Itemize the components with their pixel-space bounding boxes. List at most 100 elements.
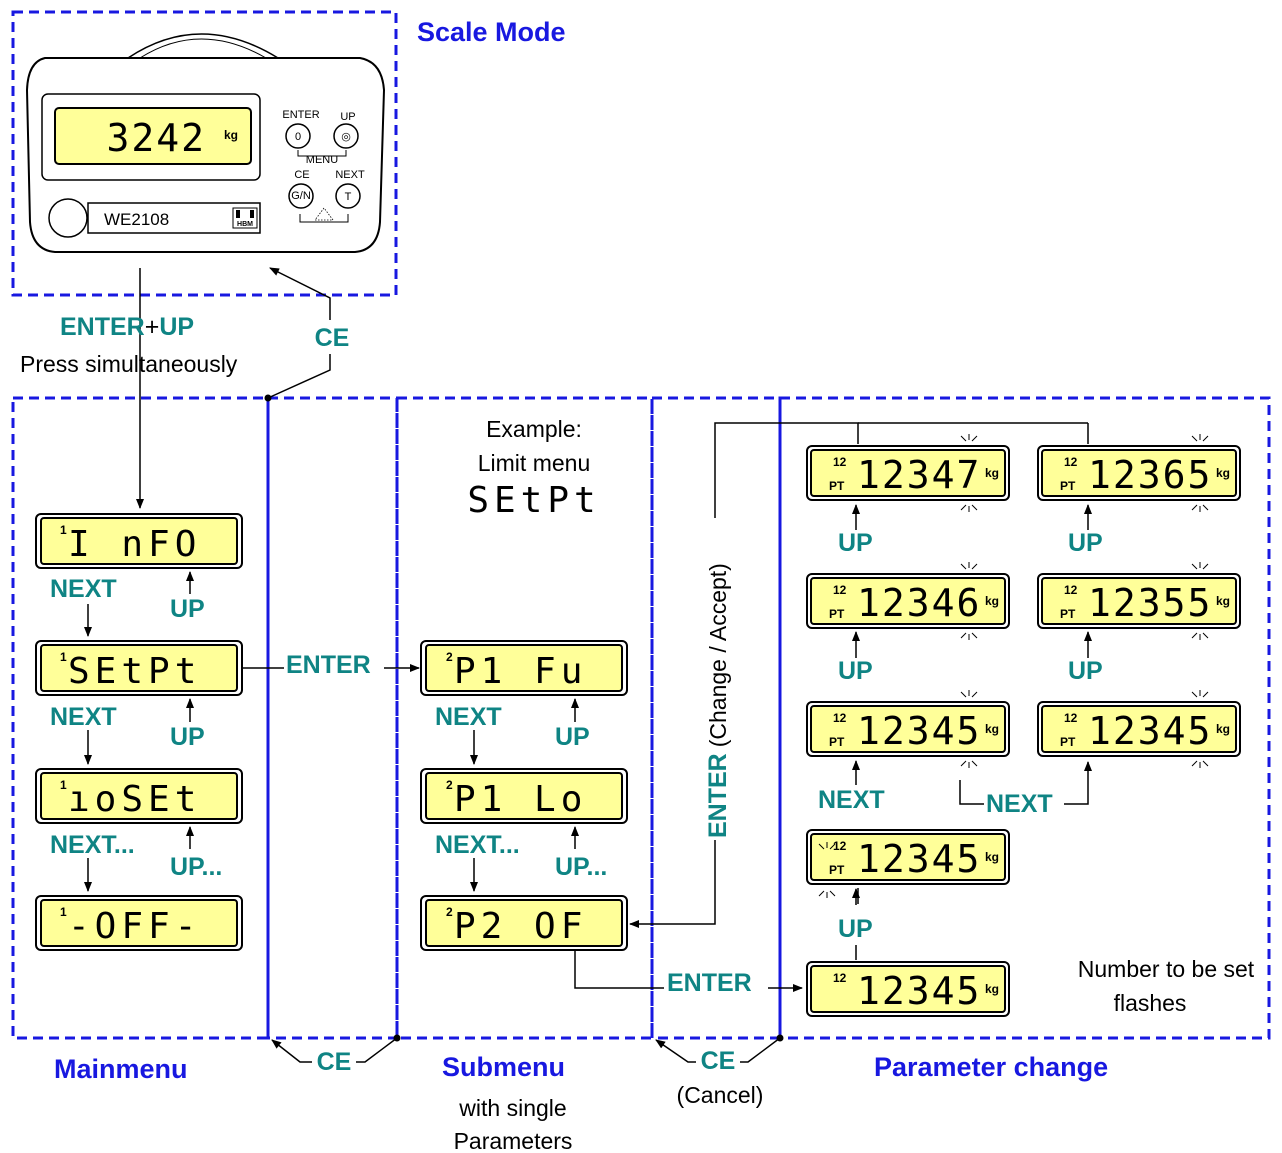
flash-rays-bottom [1191,504,1209,512]
lcd-value: 12345 [1088,709,1212,753]
lcd-pt-label: PT [829,607,845,621]
label-next: NEXT [335,169,365,181]
up-more-label: UP... [170,853,222,881]
enter-key-label: 0 [295,131,301,143]
lcd-text: P1_Lo [454,779,587,820]
lcd-superscript: 12 [1064,455,1078,469]
next-more-label: NEXT... [50,831,135,859]
next-key[interactable] [335,183,361,209]
flash-rays-bottom [960,760,978,768]
next-label-1: NEXT [50,575,117,603]
flash-rays-bottom [1191,760,1209,768]
flash-rays-bottom [960,632,978,640]
label-up: UP [340,111,355,123]
parameter-change-box [778,396,1271,1040]
next-label-2: NEXT [50,703,117,731]
parameter-change-title: Parameter change [874,1052,1108,1082]
flash-rays-bottom [1191,632,1209,640]
param-next-right: NEXT [986,790,1053,818]
lcd-value: 12345 [857,837,981,881]
ce-label-top: CE [315,324,350,352]
device-model: WE2108 [104,210,169,229]
submenu-lcd-3: 2 P2_OF [420,895,628,951]
lcd-index: 1 [60,650,67,664]
lcd-unit: kg [985,466,999,480]
lcd-unit: kg [985,594,999,608]
lcd-pt-label: PT [829,735,845,749]
param-up-4: UP [1068,657,1103,685]
enter-accept-label: ENTER(Change / Accept) [704,563,732,838]
lcd-superscript: 12 [1064,583,1078,597]
lcd-text: P2_OF [454,906,587,947]
lcd-unit: kg [985,850,999,864]
sub-up-label: UP [555,723,590,751]
weighing-device: 3242 kg WE2108 HBM ENTER UP 0 ◎ MENU CE … [25,33,386,253]
mainmenu-lcd-3: 1 ıoSEt [35,768,243,824]
flash-rays-top [1191,562,1209,570]
flash-rays-bottom [960,504,978,512]
lcd-value: 12345 [857,709,981,753]
cancel-label: (Cancel) [677,1082,764,1108]
up-key-label: ◎ [341,131,351,143]
lcd-superscript: 12 [1064,711,1078,725]
lcd-text: P1_Fu [454,651,587,692]
submenu-title: Submenu [442,1052,565,1082]
enter-up-label: ENTER+UP [60,313,194,341]
flash-rays-pt [818,842,836,850]
up-key[interactable] [333,123,359,149]
mainmenu-lcd-1: 1 I nFO [35,513,243,569]
scale-mode-box [11,10,398,297]
flash-rays-top [1191,690,1209,698]
lcd-text: ıoSEt [68,779,201,820]
enter-key[interactable] [285,123,311,149]
flash-note-2: flashes [1114,990,1187,1016]
submenu-note-2: Parameters [454,1128,573,1153]
device-logo: HBM [237,221,253,228]
lcd-value: 12365 [1088,453,1212,497]
ce-key-label: G/N [291,190,311,202]
sub-next-label: NEXT [435,703,502,731]
flash-rays-pt-bottom [818,890,836,898]
example-line-1: Example: [486,416,582,442]
press-simultaneously: Press simultaneously [20,351,238,377]
flash-rays-top [960,562,978,570]
ce-key[interactable] [288,183,314,209]
lcd-superscript: 12 [833,583,847,597]
lcd-pt-label: PT [1060,479,1076,493]
label-ce: CE [294,169,309,181]
flash-rays-top [960,690,978,698]
lcd-unit: kg [1216,466,1230,480]
enter-param-label: ENTER [667,969,752,997]
scale-mode-title: Scale Mode [417,17,566,47]
submenu-bridge-box [266,396,399,1040]
flash-note-1: Number to be set [1078,956,1255,982]
lcd-value: 12345 [857,969,981,1013]
param-next-left: NEXT [818,786,885,814]
label-enter: ENTER [282,109,319,121]
up-label-2: UP [170,723,205,751]
submenu-note-1: with single [458,1095,566,1121]
lcd-text: I nFO [68,524,201,565]
lcd-pt-label: PT [1060,607,1076,621]
param-up-2: UP [838,657,873,685]
ce-label-bottom-2: CE [701,1047,736,1075]
lcd-index: 1 [60,523,67,537]
mainmenu-lcd-4: 1 -OFF- [35,895,243,951]
flash-rays-top [1191,434,1209,442]
up-label-1: UP [170,595,205,623]
lcd-value: 12355 [1088,581,1212,625]
ce-label-bottom-1: CE [317,1048,352,1076]
lcd-text: SEtPt [68,651,201,692]
submenu-lcd-1: 2 P1_Fu [420,640,628,696]
lcd-index: 1 [60,905,67,919]
param-up-1: UP [838,915,873,943]
lcd-index: 2 [446,650,453,664]
mainmenu-title: Mainmenu [54,1054,188,1084]
